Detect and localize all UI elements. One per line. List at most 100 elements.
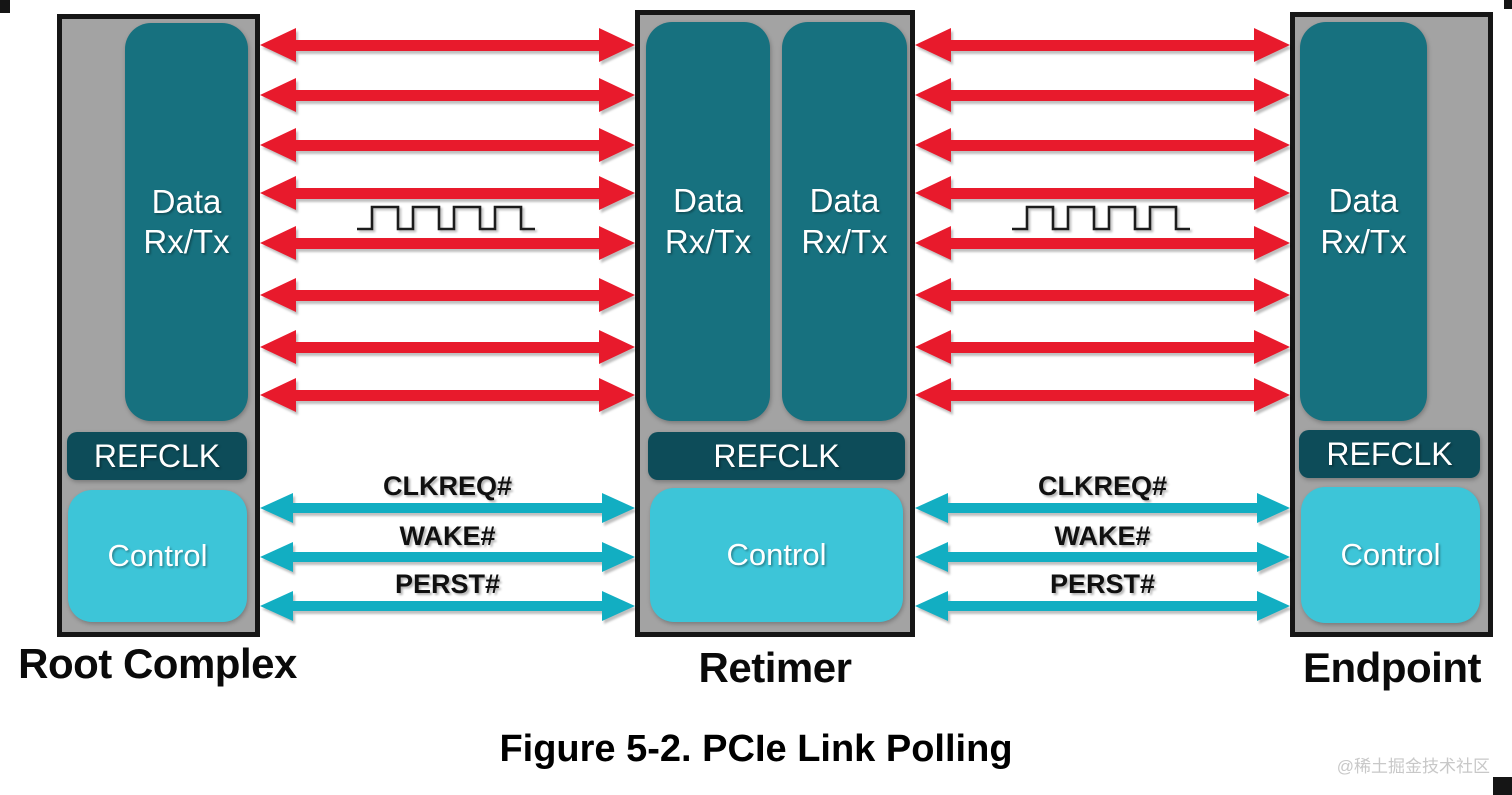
- arrow-shaft: [291, 601, 604, 611]
- retimer-box: Data Rx/Tx Data Rx/Tx REFCLK Control: [635, 10, 915, 637]
- arrow-head-left: [260, 176, 296, 210]
- arrow-shaft: [294, 341, 601, 353]
- retimer-label: Retimer: [698, 644, 852, 691]
- arrow-shaft: [949, 341, 1256, 353]
- wake-signal-label: WAKE#: [1054, 521, 1151, 551]
- arrow-head-left: [260, 542, 293, 572]
- arrow-head-right: [1257, 493, 1290, 523]
- data-lane-arrow: [260, 176, 635, 210]
- arrow-head-left: [915, 28, 951, 62]
- clkreq-signal-label: CLKREQ#: [382, 471, 512, 501]
- data-lane-arrow: [260, 226, 635, 260]
- perst-signal-arrow: [260, 591, 635, 621]
- link-rc-retimer: CLKREQ# WAKE# PERST#: [260, 0, 635, 795]
- endpoint-box: Data Rx/Tx REFCLK Control: [1290, 12, 1493, 637]
- perst-signal-arrow: [915, 591, 1290, 621]
- arrow-head-left: [260, 378, 296, 412]
- arrow-head-left: [260, 330, 296, 364]
- arrow-shaft: [291, 552, 604, 562]
- arrow-shaft: [949, 289, 1256, 301]
- arrow-shaft: [946, 503, 1259, 513]
- data-lane-arrow: [915, 226, 1290, 260]
- link-retimer-endpoint: CLKREQ# WAKE# PERST#: [915, 0, 1290, 795]
- root-complex-label: Root Complex: [18, 640, 297, 687]
- arrow-shaft: [294, 237, 601, 249]
- arrow-head-right: [1257, 591, 1290, 621]
- arrow-shaft: [294, 187, 601, 199]
- arrow-head-left: [915, 378, 951, 412]
- corner-artifact-bottom-right: [1493, 777, 1512, 795]
- arrow-head-left: [260, 493, 293, 523]
- arrow-shaft: [294, 389, 601, 401]
- arrow-head-left: [260, 128, 296, 162]
- arrow-head-right: [1254, 28, 1290, 62]
- watermark: @稀土掘金技术社区: [1336, 757, 1490, 776]
- wake-signal-arrow: [260, 542, 635, 572]
- data-lane-arrow: [260, 28, 635, 62]
- arrow-shaft: [294, 139, 601, 151]
- wake-signal-label: WAKE#: [399, 521, 496, 551]
- arrow-head-right: [599, 128, 635, 162]
- control-label: Control: [726, 537, 827, 572]
- arrow-head-left: [260, 226, 296, 260]
- arrow-shaft: [294, 89, 601, 101]
- arrow-shaft: [949, 39, 1256, 51]
- data-lane-arrow: [915, 128, 1290, 162]
- arrow-shaft: [949, 389, 1256, 401]
- arrow-head-left: [915, 542, 948, 572]
- clkreq-signal-arrow: [915, 493, 1290, 523]
- data-label-line2: Rx/Tx: [664, 222, 752, 260]
- data-label-line2: Rx/Tx: [143, 223, 230, 260]
- data-label-line1: Data: [673, 182, 743, 220]
- arrow-head-right: [599, 28, 635, 62]
- arrow-head-left: [260, 591, 293, 621]
- data-lane-arrow: [260, 128, 635, 162]
- arrow-shaft: [949, 89, 1256, 101]
- arrow-head-right: [1254, 226, 1290, 260]
- root-complex-refclk-block: REFCLK: [67, 432, 247, 480]
- arrow-head-left: [915, 128, 951, 162]
- data-label-line1: Data: [151, 182, 222, 220]
- data-lane-arrow: [260, 378, 635, 412]
- refclk-label: REFCLK: [93, 437, 221, 474]
- data-label-line2: Rx/Tx: [1320, 222, 1407, 260]
- arrow-shaft: [291, 503, 604, 513]
- arrow-shaft: [949, 139, 1256, 151]
- retimer-data-rxtx-block-2: Data Rx/Tx: [782, 22, 907, 421]
- retimer-refclk-block: REFCLK: [648, 432, 905, 480]
- clkreq-signal-label: CLKREQ#: [1037, 471, 1167, 501]
- arrow-head-right: [599, 278, 635, 312]
- root-complex-box: Data Rx/Tx REFCLK Control: [57, 14, 260, 637]
- data-lane-arrow: [915, 278, 1290, 312]
- refclk-waveform-icon: [1012, 205, 1190, 231]
- corner-artifact-top-left: [0, 0, 10, 13]
- arrow-shaft: [949, 237, 1256, 249]
- arrow-head-right: [599, 176, 635, 210]
- arrow-shaft: [294, 39, 601, 51]
- figure-caption: Figure 5-2. PCIe Link Polling: [499, 728, 1013, 770]
- refclk-waveform-icon: [357, 205, 535, 231]
- data-lane-arrow: [260, 78, 635, 112]
- arrow-head-right: [1254, 78, 1290, 112]
- data-label-line2: Rx/Tx: [801, 222, 888, 260]
- arrow-head-left: [915, 278, 951, 312]
- arrow-head-left: [915, 176, 951, 210]
- arrow-head-left: [260, 28, 296, 62]
- data-label-line1: Data: [1328, 182, 1399, 220]
- arrow-head-right: [599, 378, 635, 412]
- data-lane-arrow: [915, 378, 1290, 412]
- arrow-head-left: [915, 226, 951, 260]
- arrow-head-right: [1254, 176, 1290, 210]
- arrow-head-left: [260, 78, 296, 112]
- endpoint-label: Endpoint: [1303, 644, 1481, 691]
- arrow-head-right: [1254, 128, 1290, 162]
- perst-signal-label: PERST#: [394, 569, 501, 599]
- arrow-head-left: [915, 78, 951, 112]
- arrow-head-left: [915, 591, 948, 621]
- arrow-head-right: [1254, 330, 1290, 364]
- arrow-shaft: [946, 601, 1259, 611]
- endpoint-refclk-block: REFCLK: [1299, 430, 1480, 478]
- data-lane-arrow: [915, 330, 1290, 364]
- arrow-shaft: [946, 552, 1259, 562]
